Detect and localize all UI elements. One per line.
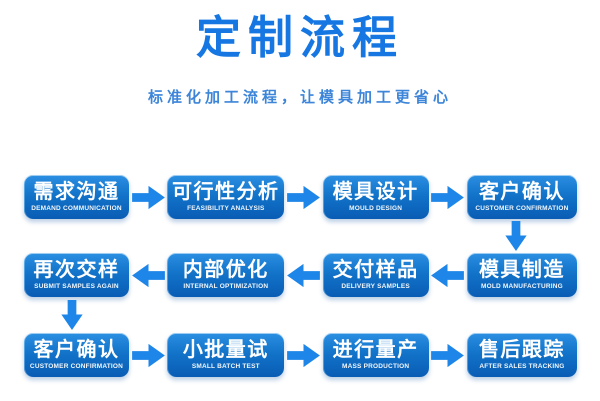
step-label-zh: 进行量产 [332, 339, 419, 361]
step-label-en: MOLD MANUFACTURING [480, 283, 563, 290]
step-label-en: CUSTOMER CONFIRMATION [29, 363, 124, 370]
arrow-left-icon [287, 263, 320, 287]
step-label-en: MASS PRODUCTION [341, 363, 410, 370]
flow-step-delivery-samples: 交付样品 DELIVERY SAMPLES [322, 253, 429, 297]
flow-row-2: 再次交样 SUBMIT SAMPLES AGAIN 内部优化 INTERNAL … [24, 253, 577, 297]
flow-step-small-batch-test: 小批量试 SMALL BATCH TEST [167, 333, 285, 377]
step-label-en: MOULD DESIGN [349, 205, 403, 212]
flow-step-submit-samples-again: 再次交样 SUBMIT SAMPLES AGAIN [24, 253, 129, 297]
flow-step-mold-manufacturing: 模具制造 MOLD MANUFACTURING [466, 253, 577, 297]
arrow-down-icon [505, 221, 527, 251]
step-label-en: DELIVERY SAMPLES [341, 283, 410, 290]
flow-step-mass-production: 进行量产 MASS PRODUCTION [322, 333, 429, 377]
flow-step-demand-communication: 需求沟通 DEMAND COMMUNICATION [24, 175, 129, 219]
flow-step-after-sales-tracking: 售后跟踪 AFTER SALES TRACKING [466, 333, 577, 377]
flow-step-internal-optimization: 内部优化 INTERNAL OPTIMIZATION [167, 253, 285, 297]
step-label-zh: 交付样品 [332, 259, 419, 281]
arrow-down-icon [61, 300, 83, 330]
flow-step-customer-confirmation: 客户确认 CUSTOMER CONFIRMATION [466, 175, 577, 219]
step-label-zh: 可行性分析 [172, 181, 280, 203]
step-label-en: AFTER SALES TRACKING [479, 363, 565, 370]
step-label-zh: 再次交样 [33, 259, 120, 281]
step-label-zh: 需求沟通 [33, 181, 120, 203]
arrow-right-icon [431, 185, 465, 209]
step-label-zh: 模具设计 [332, 181, 419, 203]
step-label-zh: 客户确认 [478, 181, 565, 203]
step-label-zh: 模具制造 [478, 259, 565, 281]
flow-step-mould-design: 模具设计 MOULD DESIGN [322, 175, 429, 219]
step-label-en: DEMAND COMMUNICATION [31, 205, 122, 212]
step-label-en: FEASIBILITY ANALYSIS [187, 205, 265, 212]
arrow-right-icon [287, 185, 320, 209]
step-label-en: SMALL BATCH TEST [191, 363, 260, 370]
step-label-zh: 客户确认 [33, 339, 120, 361]
step-label-en: CUSTOMER CONFIRMATION [475, 205, 569, 212]
flow-row-1: 需求沟通 DEMAND COMMUNICATION 可行性分析 FEASIBIL… [24, 175, 577, 219]
step-label-zh: 售后跟踪 [478, 339, 565, 361]
flow-step-feasibility-analysis: 可行性分析 FEASIBILITY ANALYSIS [167, 175, 285, 219]
arrow-right-icon [131, 343, 165, 367]
step-label-en: SUBMIT SAMPLES AGAIN [34, 283, 119, 290]
flow-step-customer-confirmation-2: 客户确认 CUSTOMER CONFIRMATION [24, 333, 129, 377]
page-title: 定制流程 [195, 12, 404, 63]
step-label-zh: 小批量试 [182, 339, 269, 361]
arrow-left-icon [131, 263, 165, 287]
arrow-right-icon [287, 343, 320, 367]
step-label-zh: 内部优化 [182, 259, 269, 281]
page-subtitle: 标准化加工流程，让模具加工更省心 [147, 89, 452, 106]
arrow-right-icon [431, 343, 465, 367]
flow-row-3: 客户确认 CUSTOMER CONFIRMATION 小批量试 SMALL BA… [24, 333, 577, 377]
arrow-left-icon [431, 263, 465, 287]
step-label-en: INTERNAL OPTIMIZATION [183, 283, 269, 290]
arrow-right-icon [131, 185, 165, 209]
